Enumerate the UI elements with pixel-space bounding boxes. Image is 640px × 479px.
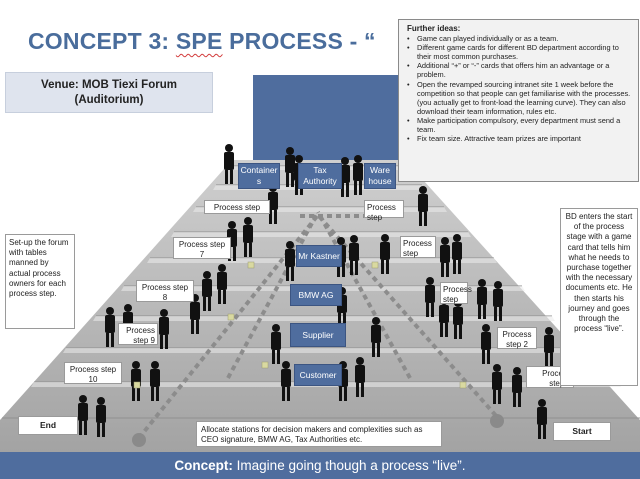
idea-item: Different game cards for different BD de… <box>407 43 632 61</box>
idea-item: Fix team size. Attractive team prizes ar… <box>407 134 632 143</box>
process-step-7: Process step 7 <box>173 237 231 259</box>
station-mr-kastner: Mr Kastner <box>296 245 342 267</box>
bd-journey-note: BD enters the start of the process stage… <box>560 208 638 386</box>
process-step-8: Process step 8 <box>136 280 194 302</box>
allocate-stations-note: Allocate stations for decision makers an… <box>196 421 442 447</box>
idea-item: Game can played individually or as a tea… <box>407 34 632 43</box>
stage-screen <box>253 75 400 171</box>
title-highlight: SPE <box>175 28 223 54</box>
process-step-6: Process step <box>440 282 472 304</box>
station-customer: Customer <box>294 364 342 386</box>
setup-note: Set-up the forum with tables manned by a… <box>5 234 75 329</box>
idea-item: Make participation compulsory, every dep… <box>407 116 632 134</box>
title-prefix: CONCEPT 3: <box>28 28 176 54</box>
station-containers: Container s <box>238 163 280 189</box>
process-step-2: Process step 2 <box>497 327 537 349</box>
further-ideas-list: Game can played individually or as a tea… <box>407 34 632 143</box>
further-ideas-heading: Further ideas: <box>407 24 461 33</box>
idea-item: Additional “+” or “-” cards that offers … <box>407 61 632 79</box>
venue-line-1: Venue: MOB Tiexi Forum <box>41 79 177 91</box>
page-title: CONCEPT 3: SPE PROCESS - “ <box>28 28 376 55</box>
process-step-4: Process step <box>204 200 270 214</box>
process-step-9: Process step 9 <box>118 323 158 345</box>
venue-box: Venue: MOB Tiexi Forum (Auditorium) <box>5 72 213 113</box>
idea-item: Open the revamped sourcing intranet site… <box>407 80 632 116</box>
process-path <box>137 211 500 440</box>
process-step-10: Process step 10 <box>64 362 122 384</box>
path-end-marker <box>132 433 146 447</box>
venue-line-2: (Auditorium) <box>74 94 144 106</box>
end-label: End <box>18 416 78 435</box>
station-tax-authority: Tax Authority <box>298 163 342 189</box>
station-bmw-ag: BMW AG <box>290 284 342 306</box>
process-step-3: Process step <box>364 200 404 222</box>
station-tables <box>133 261 467 389</box>
further-ideas-box: Further ideas: Game can played individua… <box>398 19 639 182</box>
station-supplier: Supplier <box>290 323 346 347</box>
concept-label: Concept: <box>174 458 233 473</box>
path-start-marker <box>490 414 504 428</box>
concept-bar: Concept: Imagine going though a process … <box>0 452 640 479</box>
station-warehouse: Ware house <box>364 163 396 189</box>
start-label: Start <box>553 422 611 441</box>
title-suffix: PROCESS - “ <box>222 28 376 54</box>
process-step-5: Process step <box>400 236 436 258</box>
concept-text: Imagine going though a process “live”. <box>232 458 466 473</box>
